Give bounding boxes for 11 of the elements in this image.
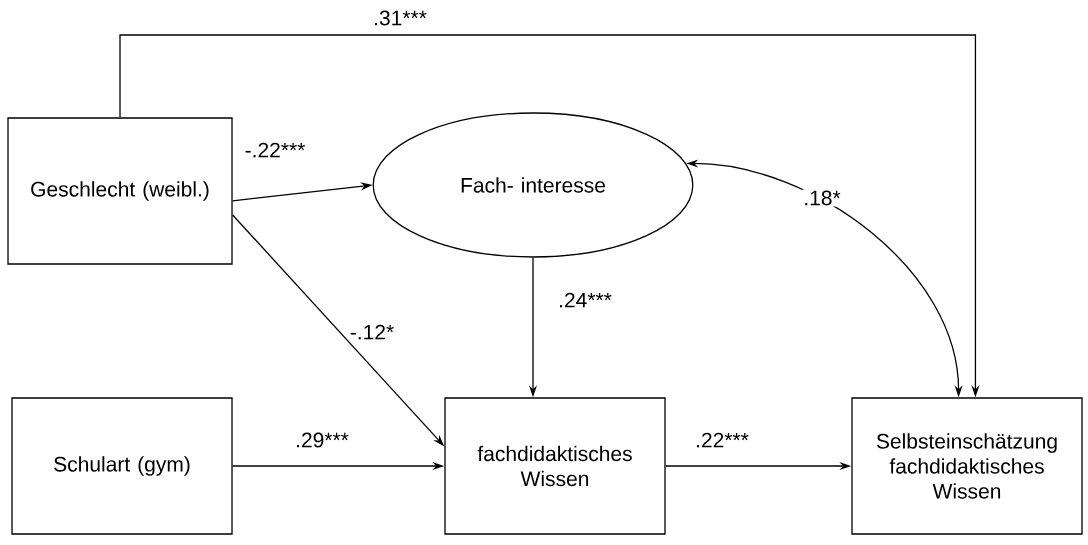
edge-label: -.12*	[348, 323, 396, 341]
edge-label: .18*	[802, 189, 842, 207]
variable-box: Geschlecht (weibl.)	[7, 117, 233, 265]
edge-label: .29***	[294, 431, 350, 449]
edge-label: .31***	[372, 9, 428, 27]
edge-label: .22***	[694, 431, 750, 449]
variable-box: Schulart (gym)	[11, 397, 233, 535]
edge-label: -.22***	[243, 141, 307, 159]
variable-box: Selbsteinschätzung fachdidaktisches Wissen	[851, 397, 1083, 535]
variable-box: fachdidaktisches Wissen	[444, 397, 666, 535]
edge-label: .24***	[557, 291, 613, 309]
